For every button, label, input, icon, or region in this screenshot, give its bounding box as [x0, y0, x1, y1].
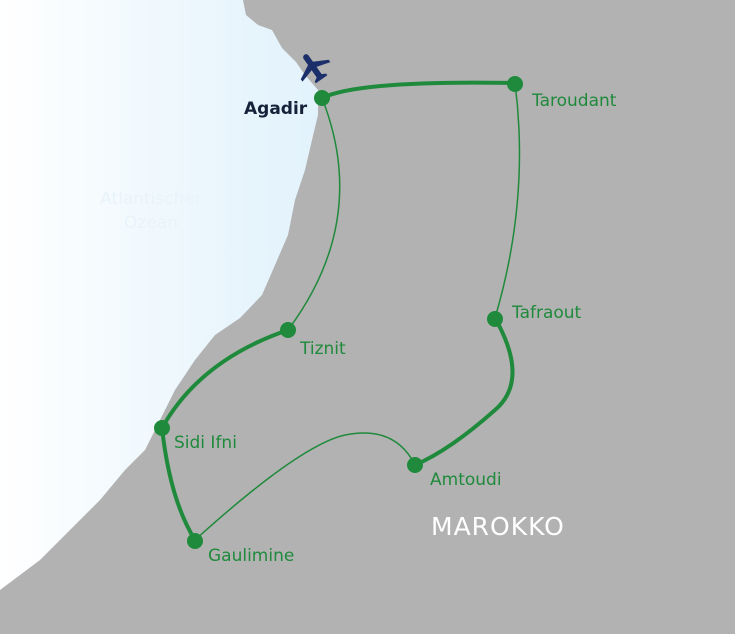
city-label-sidi-ifni: Sidi Ifni [174, 433, 237, 453]
route-leg-tafraout-amtoudi [413, 316, 515, 467]
airplane-icon [300, 54, 331, 84]
route-leg-sidi-ifni-tiznit [160, 328, 290, 430]
ocean-label: Atlantischer Ozean [91, 187, 211, 235]
marker-gaulimine [187, 533, 203, 549]
marker-tiznit [280, 322, 296, 338]
city-label-gaulimine: Gaulimine [208, 546, 295, 566]
route-leg-gaulimine-sidi-ifni [160, 426, 197, 542]
city-label-agadir: Agadir [244, 99, 308, 119]
route [160, 80, 521, 542]
marker-amtoudi [407, 457, 423, 473]
route-leg-taroudant-tafraout [494, 82, 521, 319]
marker-tafraout [487, 311, 503, 327]
marker-sidi-ifni [154, 420, 170, 436]
marker-taroudant [507, 76, 523, 92]
ocean-label-line1: Atlantischer [100, 189, 202, 209]
country-label: MAROKKO [431, 512, 565, 541]
city-label-amtoudi: Amtoudi [430, 470, 502, 490]
route-leg-tiznit-agadir [287, 97, 341, 331]
ocean-label-line2: Ozean [124, 213, 178, 233]
marker-agadir [314, 90, 330, 106]
city-markers [154, 76, 523, 549]
city-label-taroudant: Taroudant [532, 91, 617, 111]
city-label-tiznit: Tiznit [300, 339, 346, 359]
route-leg-agadir-taroudant [320, 80, 517, 100]
city-label-tafraout: Tafraout [512, 303, 582, 323]
route-leg-amtoudi-gaulimine [194, 432, 416, 541]
